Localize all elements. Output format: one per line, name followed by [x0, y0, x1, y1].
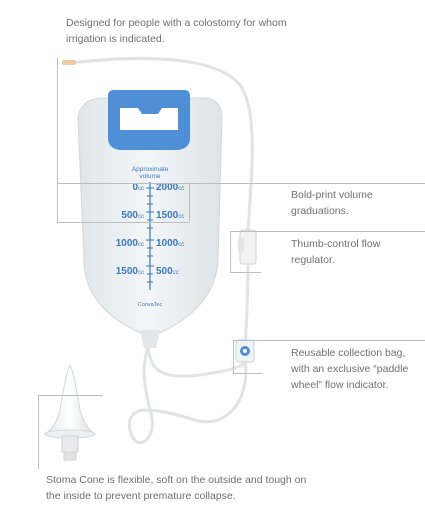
- annotation-graduations: Bold-print volume graduations.: [291, 189, 373, 217]
- callout-line-cone: [38, 451, 39, 469]
- annotation-top: Designed for people with a colostomy for…: [66, 17, 287, 45]
- bag-brand: ConvaTec: [137, 302, 163, 308]
- stoma-cone: [43, 363, 97, 461]
- callout-box-cone: [38, 395, 103, 452]
- right-scale-1000: 1000cc: [156, 238, 185, 249]
- callout-line-paddle: [233, 340, 425, 341]
- annotation-cone: Stoma Cone is flexible, soft on the outs…: [46, 474, 307, 502]
- right-scale-1500: 1500cc: [156, 210, 185, 221]
- callout-line-top: [57, 58, 58, 186]
- callout-box-graduations: [57, 183, 190, 223]
- flow-regulator: [238, 229, 257, 265]
- left-scale-500: 500cc: [121, 210, 144, 221]
- tubing: [68, 56, 254, 444]
- callout-line-graduations: [189, 183, 425, 184]
- annotation-paddle-wheel: Reusable collection bag, with an exclusi…: [291, 347, 409, 391]
- tube-tip: [62, 60, 76, 65]
- collection-bag: [77, 90, 223, 348]
- right-scale-2000: 2000cc: [156, 182, 185, 193]
- bag-volume-header-line1: Approximate: [131, 166, 169, 173]
- left-scale-0: 0cc: [132, 182, 144, 193]
- bag-volume-header-line2: volume: [139, 173, 161, 180]
- right-volume-scale: 2000cc 1500cc 1000cc 500cc: [156, 182, 206, 294]
- left-scale-1500: 1500cc: [115, 266, 144, 277]
- annotation-regulator: Thumb-control flow regulator.: [291, 238, 381, 266]
- callout-box-regulator: [230, 231, 261, 273]
- left-scale-1000: 1000cc: [115, 238, 144, 249]
- right-scale-500: 500cc: [156, 266, 179, 277]
- callout-box-graduations-right: [189, 183, 190, 221]
- callout-line-regulator: [230, 231, 425, 232]
- bag-volume-header: Approximate volume: [118, 166, 182, 180]
- left-volume-scale: 0cc 500cc 1000cc 1500cc: [96, 182, 144, 294]
- callout-box-paddle: [233, 340, 262, 374]
